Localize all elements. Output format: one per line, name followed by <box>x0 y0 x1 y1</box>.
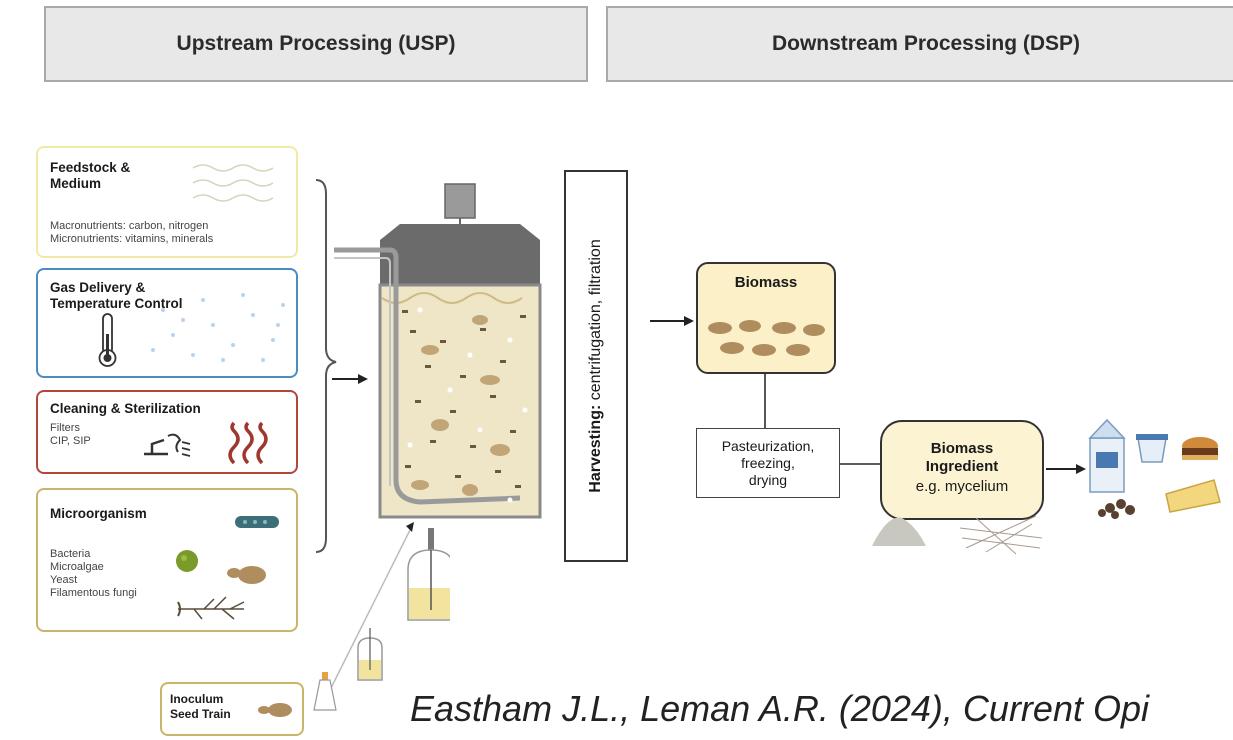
biomass-cells-icon <box>708 320 825 356</box>
ingredient-powder-icon <box>872 517 926 546</box>
arrow-to-bioreactor <box>332 374 368 384</box>
bacteria-icon <box>235 516 279 528</box>
arrow-to-products <box>1046 464 1086 474</box>
microorganism-title: Microorganism <box>50 506 147 521</box>
harvesting-bold: Harvesting: <box>587 404 604 493</box>
microorganism-item: Microalgae <box>50 561 104 573</box>
wave-icon <box>192 164 274 202</box>
cleaning-cip-sip: CIP, SIP <box>50 435 91 447</box>
seed-train-icon <box>313 522 450 711</box>
dsp-header-label: Downstream Processing (DSP) <box>771 32 1081 55</box>
mycelium-icon <box>959 515 1043 555</box>
filamentous-fungi-icon <box>177 596 245 620</box>
cleaning-title: Cleaning & Sterilization <box>50 401 201 416</box>
feedstock-macronutrients: Macronutrients: carbon, nitrogen <box>50 220 209 232</box>
cleaning-filters: Filters <box>50 422 80 434</box>
gas-delivery-title: Gas Delivery & Temperature Control <box>50 280 183 311</box>
processing-steps: Pasteurization, freezing, drying <box>721 437 815 488</box>
arrow-to-biomass <box>650 316 694 326</box>
feedstock-box: Feedstock & Medium Macronutrients: carbo… <box>36 146 298 258</box>
beans-icon <box>1098 499 1135 519</box>
microorganism-item: Bacteria <box>50 548 91 560</box>
dsp-header: Downstream Processing (DSP) <box>606 6 1233 82</box>
cleaning-box: Cleaning & Sterilization Filters CIP, SI… <box>36 390 298 474</box>
usp-header-label: Upstream Processing (USP) <box>176 32 456 55</box>
bioreactor-icon <box>334 183 542 519</box>
connector-processing-ingredient <box>840 463 882 465</box>
harvesting-label: Harvesting: centrifugation, filtration <box>587 239 605 492</box>
microalgae-icon <box>176 550 198 572</box>
feedstock-title: Feedstock & Medium <box>50 160 131 191</box>
inoculum-title: Inoculum Seed Train <box>170 692 231 721</box>
thermometer-icon <box>98 313 117 367</box>
yogurt-icon <box>1137 437 1167 463</box>
ingredient-example: e.g. mycelium <box>915 478 1009 495</box>
feedstock-micronutrients: Micronutrients: vitamins, minerals <box>50 233 214 245</box>
yeast-icon <box>227 566 266 584</box>
processing-box: Pasteurization, freezing, drying <box>696 428 840 498</box>
inoculum-box: Inoculum Seed Train <box>160 682 304 736</box>
cheese-icon <box>1165 479 1221 513</box>
inputs-bracket <box>315 179 337 553</box>
biomass-ingredient-box: Biomass Ingredient e.g. mycelium <box>880 420 1044 520</box>
harvesting-box: Harvesting: centrifugation, filtration <box>564 170 628 562</box>
harvesting-methods: centrifugation, filtration <box>587 239 604 405</box>
microorganism-item: Filamentous fungi <box>50 587 137 599</box>
biomass-title: Biomass <box>734 274 798 291</box>
microorganism-item: Yeast <box>50 574 78 586</box>
usp-header: Upstream Processing (USP) <box>44 6 588 82</box>
connector-biomass-processing <box>764 374 766 430</box>
yeast-icon <box>258 703 292 717</box>
food-products-icon <box>1088 418 1221 519</box>
microorganism-box: Microorganism Bacteria Microalgae Yeast … <box>36 488 298 632</box>
cleaning-tool-icon <box>144 433 191 457</box>
ingredient-title: Biomass Ingredient <box>925 440 999 475</box>
gas-delivery-box: Gas Delivery & Temperature Control <box>36 268 298 378</box>
heat-waves-icon <box>228 421 268 465</box>
biomass-box: Biomass <box>696 262 836 374</box>
gas-bubbles-icon <box>151 293 285 362</box>
citation: Eastham J.L., Leman A.R. (2024), Current… <box>410 688 1149 729</box>
